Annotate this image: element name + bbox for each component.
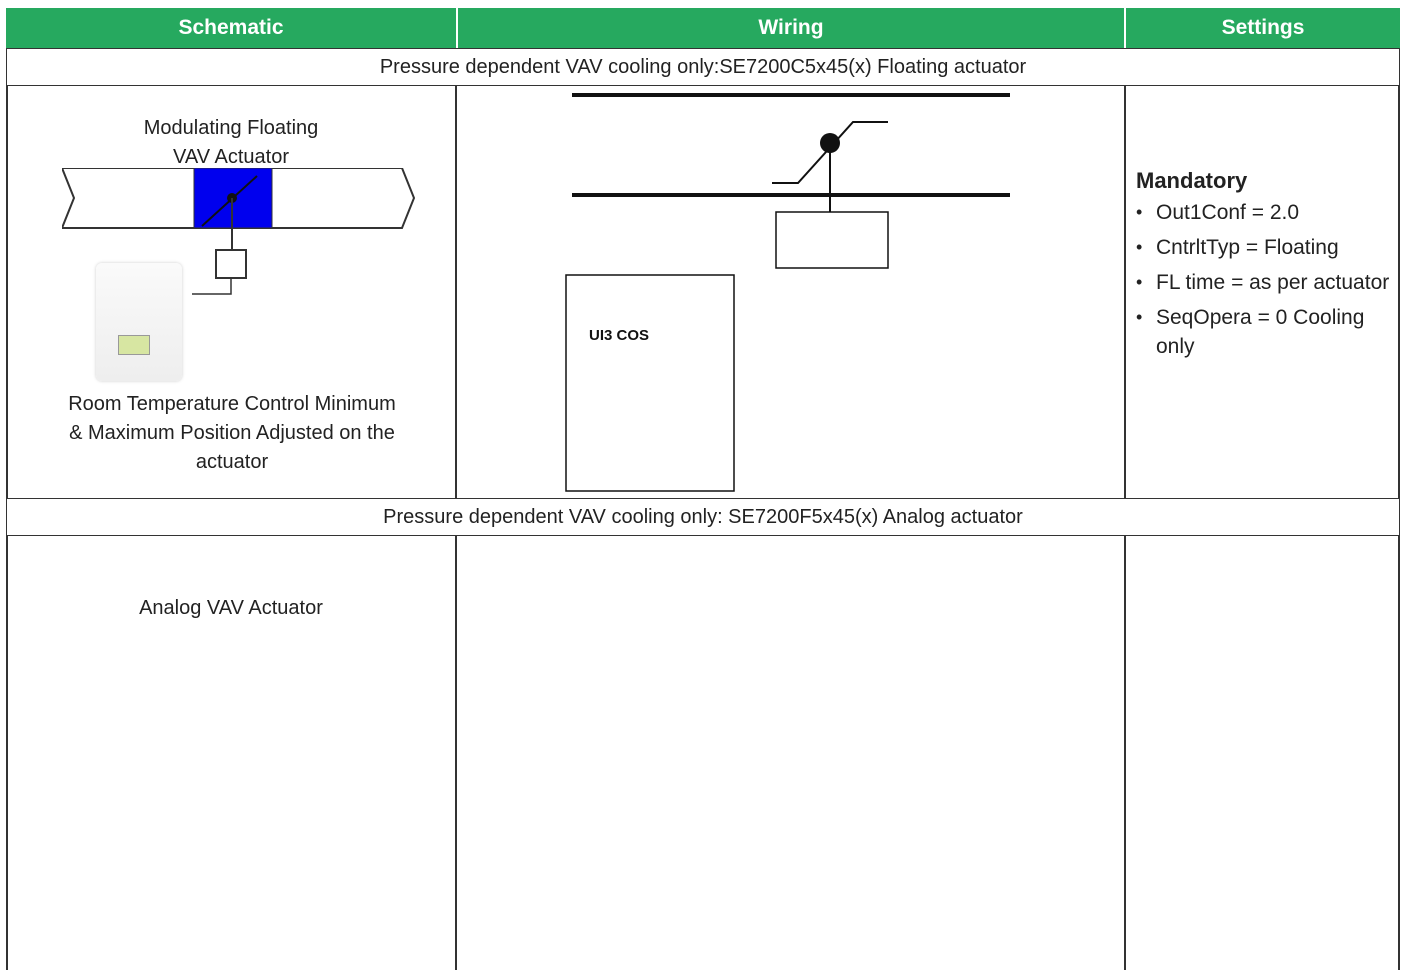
settings-panel: Mandatory Out1Conf = 2.0 CntrltTyp = Flo… [1136,168,1392,367]
section1-title: Pressure dependent VAV cooling only:SE72… [6,48,1400,86]
thermostat [96,263,182,381]
section2-row [6,536,1400,970]
actuator-label-2: Analog VAV Actuator [139,597,323,619]
section2-title: Pressure dependent VAV cooling only: SE7… [6,498,1400,536]
wiring-diagram: UI3 COS [565,93,1010,492]
actuator-label: Modulating Floating VAV Actuator [143,117,319,168]
wiring-table: Schematic Wiring Settings Pressure depen… [6,8,1400,970]
terminal-ui3: UI3 COS [589,327,649,344]
schematic-caption: Room Temperature Control Minimum & Maxim… [68,393,396,473]
header-settings: Settings [1126,8,1400,48]
header-wiring: Wiring [458,8,1124,48]
section1-row [6,86,1400,498]
header-schematic: Schematic [6,8,456,48]
duct-schematic [62,168,416,295]
